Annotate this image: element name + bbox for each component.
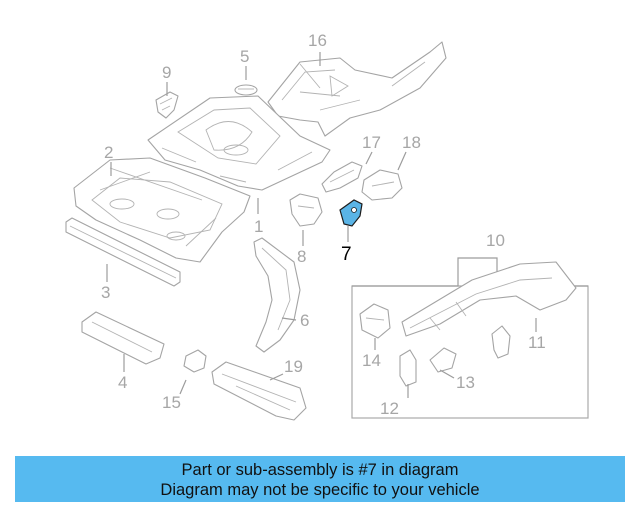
part-9-bracket[interactable] xyxy=(155,91,179,119)
leader-lines xyxy=(106,52,537,398)
callout-2: 2 xyxy=(104,143,113,162)
part-16-rear-rail[interactable] xyxy=(267,41,447,137)
banner-line-2: Diagram may not be specific to your vehi… xyxy=(160,481,480,499)
part-7-highlighted[interactable] xyxy=(339,199,363,227)
callout-13: 13 xyxy=(456,373,475,392)
callout-8: 8 xyxy=(297,247,306,266)
callout-3: 3 xyxy=(101,283,110,302)
part-5-cap[interactable] xyxy=(234,84,258,96)
part-13-bracket[interactable] xyxy=(429,347,457,373)
callout-4: 4 xyxy=(118,373,127,392)
callout-1: 1 xyxy=(254,217,263,236)
part-1-rear-floor[interactable] xyxy=(147,95,331,191)
part-18-bracket[interactable] xyxy=(361,169,403,201)
part-15-clip[interactable] xyxy=(183,349,207,373)
banner-line-1: Part or sub-assembly is #7 in diagram xyxy=(181,461,459,479)
callout-15: 15 xyxy=(162,393,181,412)
callout-11: 11 xyxy=(528,333,546,352)
part-11-rail[interactable] xyxy=(401,261,577,337)
callout-6: 6 xyxy=(300,311,309,330)
part-8-bracket[interactable] xyxy=(289,193,323,227)
callout-10: 10 xyxy=(486,231,505,250)
part-11-small-bracket[interactable] xyxy=(491,325,511,359)
info-banner: Part or sub-assembly is #7 in diagram Di… xyxy=(15,456,625,502)
parts-diagram: 16 5 9 2 17 18 1 7 8 10 3 6 11 14 19 4 1… xyxy=(65,31,589,421)
callout-16: 16 xyxy=(308,31,327,50)
callout-12: 12 xyxy=(380,399,399,418)
part-3-crossmember[interactable] xyxy=(65,217,181,287)
part-14-bracket[interactable] xyxy=(359,303,391,339)
part-4-reinforcement[interactable] xyxy=(81,311,165,365)
part-12-plate[interactable] xyxy=(399,349,417,387)
part-6-wheel-house[interactable] xyxy=(253,237,301,353)
callout-18: 18 xyxy=(402,133,421,152)
part-19-sill[interactable] xyxy=(211,361,307,421)
callout-14: 14 xyxy=(362,351,381,370)
part-17-bracket[interactable] xyxy=(321,161,363,193)
callout-19: 19 xyxy=(284,357,303,376)
callout-5: 5 xyxy=(240,47,249,66)
callout-17: 17 xyxy=(362,133,381,152)
callout-9: 9 xyxy=(162,63,171,82)
part-2-front-floor[interactable] xyxy=(73,157,251,263)
callout-7: 7 xyxy=(341,244,352,265)
